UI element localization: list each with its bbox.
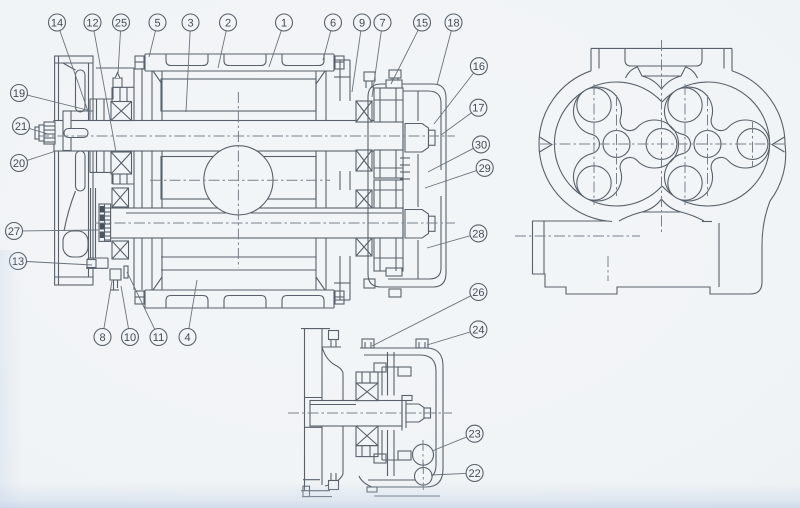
svg-text:20: 20 [13, 158, 25, 170]
svg-text:17: 17 [472, 103, 484, 115]
svg-text:16: 16 [473, 61, 485, 73]
svg-text:8: 8 [99, 332, 105, 344]
svg-text:29: 29 [479, 163, 491, 175]
svg-text:23: 23 [468, 429, 480, 441]
svg-text:19: 19 [13, 88, 25, 100]
svg-text:15: 15 [416, 17, 428, 29]
svg-text:6: 6 [330, 17, 336, 29]
svg-text:9: 9 [359, 17, 365, 29]
svg-text:2: 2 [225, 17, 231, 29]
svg-text:7: 7 [379, 17, 385, 29]
svg-text:22: 22 [468, 468, 480, 480]
svg-text:11: 11 [153, 332, 164, 344]
svg-text:10: 10 [124, 332, 136, 344]
svg-text:26: 26 [472, 287, 484, 299]
svg-text:28: 28 [472, 228, 484, 240]
svg-text:27: 27 [8, 226, 20, 238]
svg-text:14: 14 [51, 17, 63, 29]
svg-text:5: 5 [154, 17, 160, 29]
svg-text:24: 24 [472, 324, 484, 336]
svg-text:3: 3 [187, 17, 193, 29]
svg-text:12: 12 [86, 17, 98, 29]
svg-text:1: 1 [281, 17, 287, 29]
svg-text:18: 18 [447, 17, 459, 29]
svg-text:30: 30 [475, 139, 487, 151]
svg-text:25: 25 [115, 17, 127, 29]
svg-text:4: 4 [184, 332, 190, 344]
svg-text:21: 21 [15, 121, 27, 133]
